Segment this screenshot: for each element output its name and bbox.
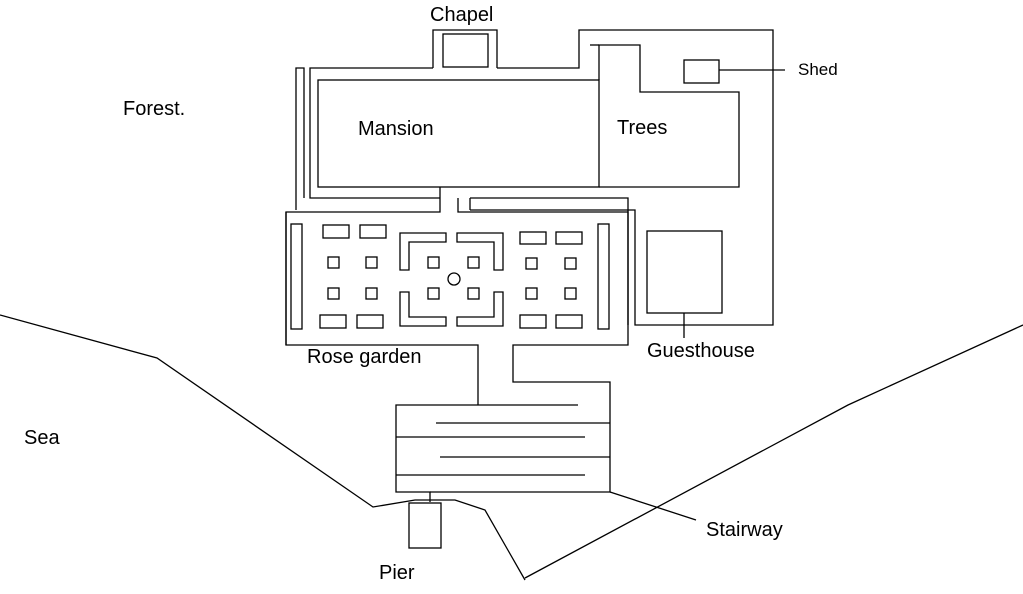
rose-garden-label: Rose garden bbox=[307, 346, 422, 368]
stairway-outline bbox=[395, 404, 478, 502]
chapel-label: Chapel bbox=[430, 4, 493, 26]
outer-path bbox=[309, 67, 440, 199]
flower-bed bbox=[519, 314, 547, 329]
chapel-building bbox=[442, 33, 489, 68]
mansion-label: Mansion bbox=[358, 118, 434, 140]
mansion-building bbox=[317, 79, 600, 188]
small-bed bbox=[427, 256, 440, 269]
stairway-label: Stairway bbox=[706, 519, 783, 541]
flower-bed bbox=[519, 231, 547, 245]
coastline-right bbox=[524, 324, 1023, 579]
corner-bed bbox=[399, 232, 447, 271]
sea-label: Sea bbox=[24, 427, 60, 449]
small-bed bbox=[427, 287, 440, 300]
outer-path-inner bbox=[295, 67, 305, 210]
pier-structure bbox=[408, 502, 442, 549]
coastline-left bbox=[0, 314, 526, 581]
stairway-leader bbox=[609, 491, 697, 521]
guesthouse-building bbox=[646, 230, 723, 314]
chapel-outline bbox=[432, 29, 498, 68]
flower-bed bbox=[555, 314, 583, 329]
rose-garden-outline-right bbox=[430, 198, 629, 493]
corner-bed bbox=[399, 291, 447, 327]
small-bed bbox=[365, 287, 378, 300]
trees-area bbox=[598, 44, 740, 188]
corner-bed bbox=[456, 291, 504, 327]
small-bed bbox=[327, 256, 340, 269]
shed-label: Shed bbox=[798, 60, 838, 79]
flower-bed bbox=[322, 224, 350, 239]
small-bed bbox=[365, 256, 378, 269]
small-bed bbox=[564, 257, 577, 270]
flower-bed bbox=[319, 314, 347, 329]
fountain bbox=[447, 272, 461, 286]
flower-bed bbox=[359, 224, 387, 239]
small-bed bbox=[564, 287, 577, 300]
small-bed bbox=[525, 287, 538, 300]
shed-building bbox=[683, 59, 720, 84]
corner-bed bbox=[456, 232, 504, 271]
flower-bed bbox=[356, 314, 384, 329]
pier-label: Pier bbox=[379, 562, 415, 584]
small-bed bbox=[525, 257, 538, 270]
forest-label: Forest. bbox=[123, 98, 185, 120]
small-bed bbox=[327, 287, 340, 300]
guesthouse-label: Guesthouse bbox=[647, 340, 755, 362]
garden-bed-left bbox=[290, 223, 303, 330]
small-bed bbox=[467, 256, 480, 269]
outer-path-top bbox=[470, 29, 774, 326]
flower-bed bbox=[555, 231, 583, 245]
garden-bed-right bbox=[597, 223, 610, 330]
small-bed bbox=[467, 287, 480, 300]
rose-garden-outline bbox=[285, 198, 479, 405]
trees-label: Trees bbox=[617, 117, 667, 139]
